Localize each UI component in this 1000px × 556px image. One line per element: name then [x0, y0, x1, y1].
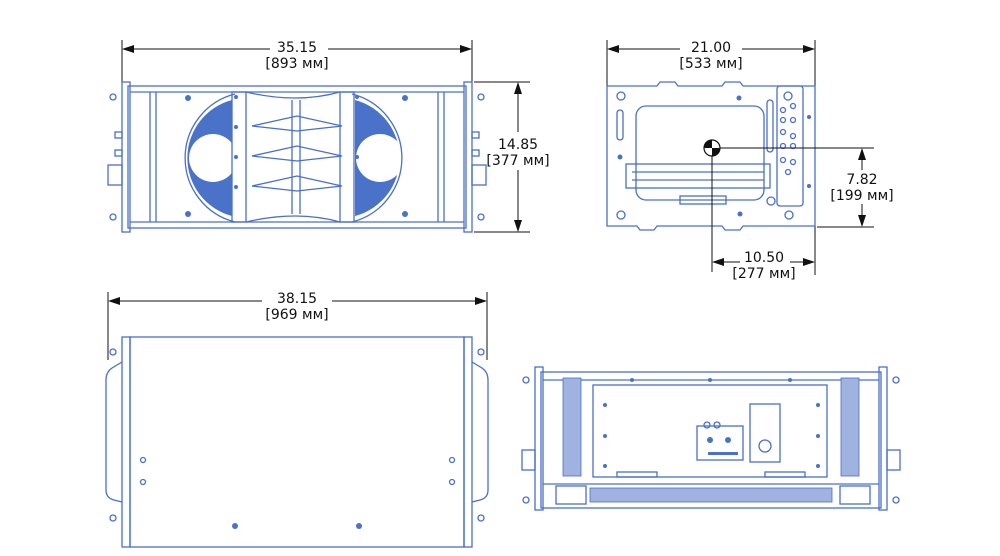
- front-width-mm: [893 мм]: [265, 56, 328, 72]
- side-depth-mm: [533 мм]: [679, 56, 742, 72]
- front-height-inches: 14.85: [498, 137, 538, 153]
- cog-depth-inches: 10.50: [744, 250, 784, 266]
- rear-view: [521, 366, 901, 511]
- center-of-gravity-icon: [703, 139, 721, 157]
- front-width-inches: 35.15: [277, 40, 317, 56]
- side-depth-inches: 21.00: [691, 40, 731, 56]
- top-width-inches: 38.15: [277, 291, 317, 307]
- cog-height-inches: 7.82: [846, 172, 877, 188]
- front-view: 35.15 [893 мм] 14.85 [377 мм]: [107, 40, 550, 233]
- front-height-mm: [377 мм]: [486, 153, 549, 169]
- side-view: 21.00 [533 мм] 7.82 [199 мм] 10.50 [277 …: [606, 40, 894, 282]
- cog-height-mm: [199 мм]: [830, 188, 893, 204]
- cog-depth-mm: [277 мм]: [732, 266, 795, 282]
- top-width-mm: [969 мм]: [265, 307, 328, 323]
- top-view: 38.15 [969 мм]: [105, 291, 489, 548]
